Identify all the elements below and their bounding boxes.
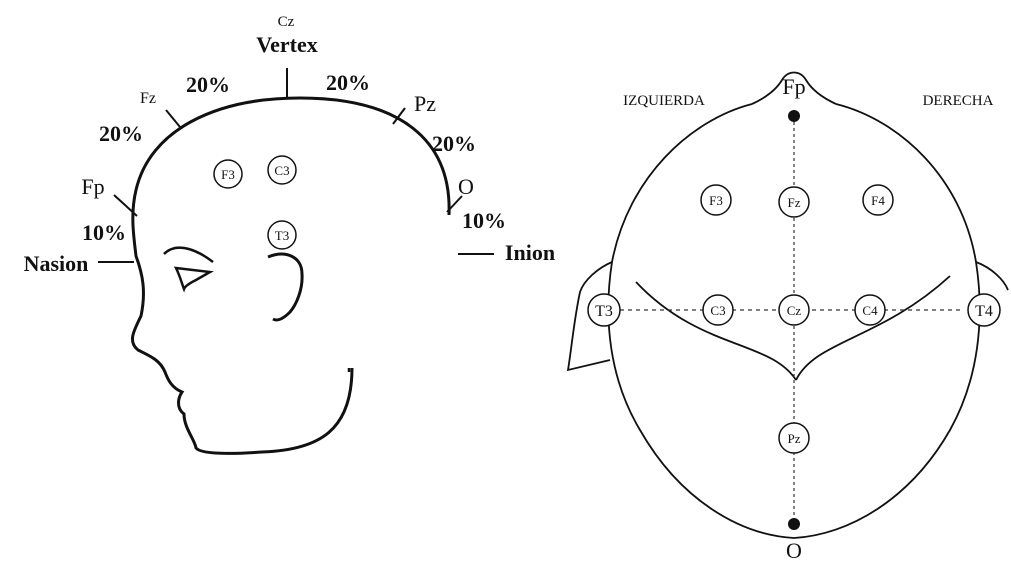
izquierda-label: IZQUIERDA — [623, 93, 705, 109]
electrode-f3-label: F3 — [709, 193, 723, 208]
electrode-f3-side-label: F3 — [221, 167, 235, 182]
right-ear — [975, 261, 1009, 291]
divider-right — [795, 275, 951, 381]
pz-label: Pz — [414, 91, 436, 116]
electrode-pz: Pz — [778, 422, 810, 454]
electrode-t3: T3 — [587, 293, 621, 327]
side-view: Cz Vertex Fz Pz Fp O Nasion Inion 20% 20… — [24, 14, 555, 455]
electrode-t4-label: T4 — [975, 303, 993, 320]
divider-left — [635, 281, 797, 381]
electrode-pz-label: Pz — [788, 431, 801, 446]
electrode-c4-label: C4 — [862, 303, 878, 318]
tick-fp — [113, 194, 138, 217]
electrode-c3: C3 — [702, 294, 734, 326]
electrode-c3-side-label: C3 — [274, 163, 289, 178]
eye — [173, 266, 214, 293]
electrode-f3-side: F3 — [213, 159, 243, 189]
pct-pz-o: 20% — [432, 131, 476, 156]
electrode-c3-label: C3 — [710, 303, 725, 318]
fz-label: Fz — [140, 90, 156, 107]
o-dot — [788, 518, 800, 530]
electrode-fz: Fz — [778, 186, 810, 218]
electrode-c4: C4 — [854, 294, 886, 326]
top-head-outline — [607, 103, 981, 539]
ear — [267, 252, 304, 322]
tick-pz — [392, 107, 406, 125]
nose-outline — [751, 71, 837, 105]
tick-o — [446, 195, 463, 213]
inion-label: Inion — [505, 240, 555, 265]
o-label: O — [458, 174, 474, 199]
pct-fz-cz: 20% — [186, 72, 230, 97]
pct-cz-pz: 20% — [326, 70, 370, 95]
electrode-cz: Cz — [778, 294, 810, 326]
side-head-outline — [130, 96, 451, 455]
top-fp-label: Fp — [782, 74, 805, 99]
left-ear — [566, 261, 613, 372]
fp-label: Fp — [81, 174, 104, 199]
pct-nasion-fp: 10% — [82, 220, 126, 245]
electrode-f4-label: F4 — [871, 193, 885, 208]
electrode-t3-side: T3 — [267, 220, 297, 250]
derecha-label: DERECHA — [923, 93, 994, 109]
electrode-t3-label: T3 — [595, 303, 613, 320]
electrode-f4: F4 — [862, 184, 894, 216]
electrode-f3: F3 — [700, 184, 732, 216]
top-o-label: O — [786, 538, 802, 561]
electrode-t4: T4 — [967, 293, 1001, 327]
top-view: IZQUIERDA DERECHA Fp O F3 Fz F4 T3 C3 Cz — [566, 71, 1009, 563]
pct-o-inion: 10% — [462, 208, 506, 233]
nasion-label: Nasion — [24, 251, 89, 276]
electrode-t3-side-label: T3 — [275, 228, 289, 243]
vertex-label: Vertex — [256, 32, 318, 57]
fp-dot — [788, 110, 800, 122]
eyebrow — [163, 246, 214, 263]
electrode-c3-side: C3 — [267, 155, 297, 185]
electrode-cz-label: Cz — [787, 303, 802, 318]
cz-label: Cz — [278, 14, 295, 30]
tick-fz — [165, 109, 181, 128]
electrode-fz-label: Fz — [788, 195, 801, 210]
pct-fp-fz: 20% — [99, 121, 143, 146]
